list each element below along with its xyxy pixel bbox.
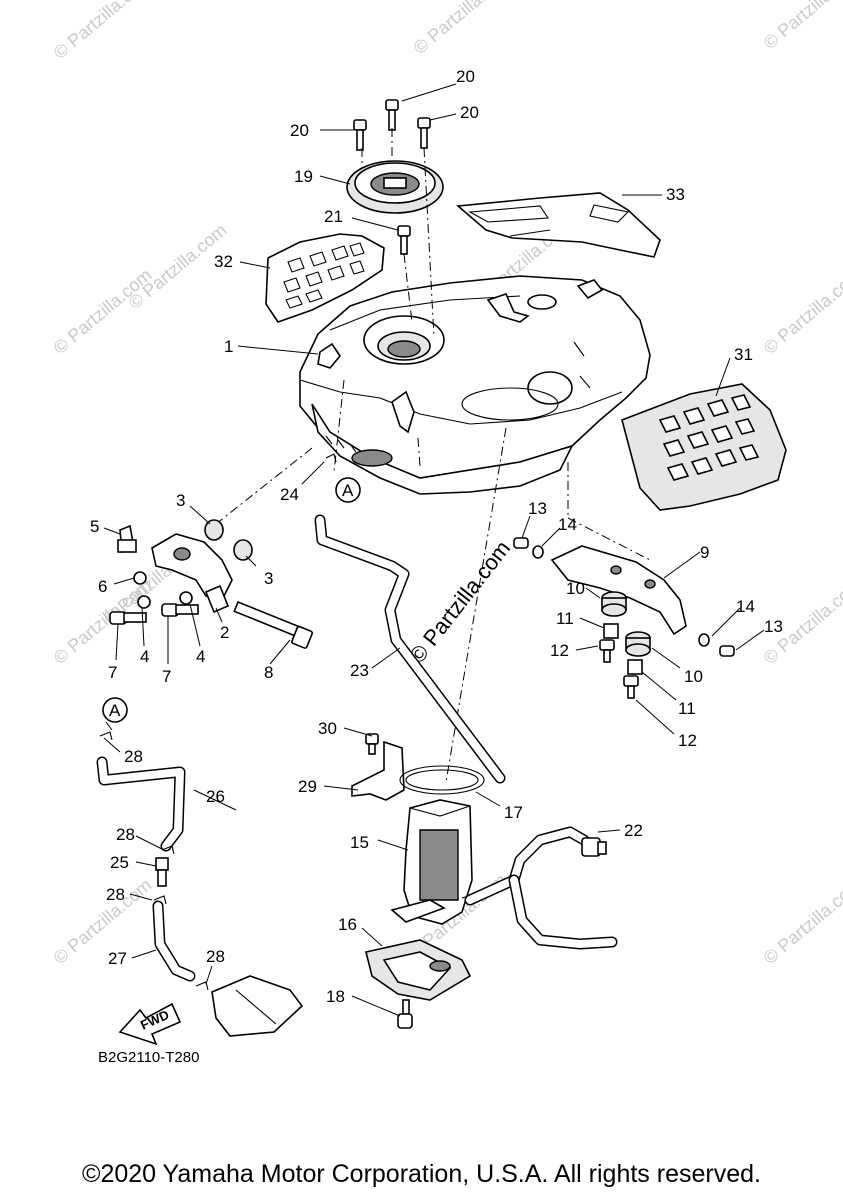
part-32-left-grille — [265, 233, 385, 323]
callout-11: 11 — [556, 609, 574, 628]
part-28-clips — [99, 453, 337, 991]
ref-mark-a: A — [342, 481, 354, 500]
callout-18: 18 — [326, 987, 345, 1006]
callout-28: 28 — [106, 885, 125, 904]
copyright-notice: ©2020 Yamaha Motor Corporation, U.S.A. A… — [82, 1160, 761, 1188]
callout-2: 2 — [220, 623, 229, 642]
part-8-long-bolt — [233, 600, 314, 649]
callout-11: 11 — [678, 699, 696, 718]
callout-33: 33 — [666, 185, 685, 204]
callout-16: 16 — [338, 915, 357, 934]
callout-4: 4 — [196, 647, 205, 666]
callout-15: 15 — [350, 833, 369, 852]
part-25-joint — [155, 857, 169, 887]
callout-3: 3 — [264, 569, 273, 588]
callout-10: 10 — [684, 667, 703, 686]
callout-13: 13 — [764, 617, 783, 636]
callout-23: 23 — [350, 661, 369, 680]
watermark: © Partzilla.com — [410, 0, 516, 58]
callout-12: 12 — [678, 731, 697, 750]
callout-28: 28 — [124, 747, 143, 766]
watermark: © Partzilla.com — [50, 875, 156, 968]
callout-20: 20 — [290, 121, 309, 140]
part-21-bolt — [397, 225, 411, 255]
callout-31: 31 — [734, 345, 753, 364]
fuel-filter — [211, 975, 304, 1037]
part-22-fuel-hose — [464, 826, 618, 950]
part-23-breather-hose — [314, 514, 506, 784]
diagram-code: B2G2110-T280 — [98, 1049, 199, 1066]
leader-lines — [103, 83, 765, 1017]
watermark-center: © Partzilla.com — [404, 536, 515, 668]
callout-7: 7 — [108, 663, 117, 682]
callout-numbers: 20 20 20 19 21 32 33 1 31 24 3 3 5 6 7 4… — [90, 67, 783, 1006]
callout-28: 28 — [116, 825, 135, 844]
right-bracket-assembly — [513, 537, 735, 699]
callout-24: 24 — [280, 485, 299, 504]
callout-14: 14 — [736, 597, 755, 616]
part-29-pump-bracket — [351, 733, 405, 801]
fwd-arrow: FWD — [118, 1002, 182, 1046]
callout-12: 12 — [550, 641, 569, 660]
ref-mark-a: A — [109, 701, 121, 720]
callout-29: 29 — [298, 777, 317, 796]
part-17-gasket-inner — [405, 769, 479, 791]
watermark: © Partzilla.com — [760, 875, 843, 968]
callout-19: 19 — [294, 167, 313, 186]
callout-3: 3 — [176, 491, 185, 510]
watermark: © Partzilla.com — [760, 0, 843, 53]
callout-27: 27 — [108, 949, 127, 968]
watermark: © Partzilla.com — [50, 265, 156, 358]
part-16-pump-plate — [365, 939, 472, 1001]
callout-14: 14 — [558, 515, 577, 534]
ref-mark-a-top: A — [335, 477, 361, 503]
part-15-fuel-pump — [390, 799, 515, 925]
callout-20: 20 — [460, 103, 479, 122]
ref-mark-a-bottom: A — [102, 697, 128, 723]
callout-1: 1 — [224, 337, 233, 356]
callout-25: 25 — [110, 853, 129, 872]
part-31-right-grille — [621, 383, 787, 511]
callout-20: 20 — [456, 67, 475, 86]
part-18-bolt — [397, 999, 413, 1029]
part-27-hose — [152, 900, 196, 982]
watermark: © Partzilla.com — [50, 0, 156, 63]
part-33-rear-cover — [456, 192, 661, 258]
part-20-bolts — [353, 99, 431, 255]
part-19-cap-plate — [346, 160, 444, 214]
callout-8: 8 — [264, 663, 273, 682]
callout-4: 4 — [140, 647, 149, 666]
callout-17: 17 — [504, 803, 523, 822]
callout-32: 32 — [214, 252, 233, 271]
callout-22: 22 — [624, 821, 643, 840]
part-26-hose — [96, 756, 186, 852]
callout-7: 7 — [162, 667, 171, 686]
callout-6: 6 — [98, 577, 107, 596]
callout-9: 9 — [700, 543, 709, 562]
part-17-gasket — [399, 765, 485, 795]
watermark: © Partzilla.com — [760, 265, 843, 358]
part-1-fuel-tank — [299, 275, 651, 495]
callout-13: 13 — [528, 499, 547, 518]
callout-30: 30 — [318, 719, 337, 738]
callout-26: 26 — [206, 787, 225, 806]
callout-5: 5 — [90, 517, 99, 536]
callout-10: 10 — [566, 579, 585, 598]
callout-28: 28 — [206, 947, 225, 966]
callout-21: 21 — [324, 207, 343, 226]
left-bracket-assembly — [109, 519, 314, 649]
